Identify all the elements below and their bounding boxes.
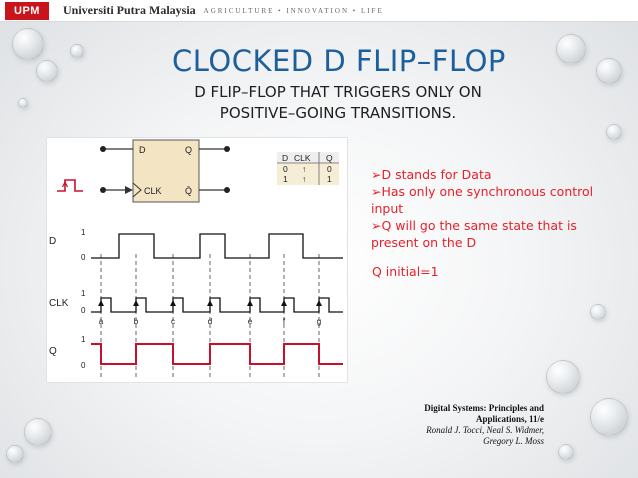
signal-label-clk: CLK (49, 298, 69, 309)
bullet-text: Has only one synchronous control input (371, 184, 594, 216)
level-label-1: 1 (81, 335, 86, 344)
signal-label-q: Q (49, 346, 57, 357)
level-label-1: 1 (81, 289, 86, 298)
level-label-0: 0 (81, 361, 86, 370)
signal-label-d: D (49, 236, 56, 247)
level-label-0: 0 (81, 306, 86, 315)
ff-label-q: Q (185, 145, 192, 155)
upm-logo: UPM (5, 1, 49, 20)
edge-label: g (317, 317, 321, 326)
level-label-0: 0 (81, 253, 86, 262)
ff-label-clk: CLK (144, 186, 162, 196)
level-label-1: 1 (81, 228, 86, 237)
edge-label: a (99, 317, 104, 326)
ff-label-qbar: Q̄ (185, 186, 192, 196)
d-waveform (91, 233, 343, 259)
slide-title: CLOCKED D FLIP–FLOP (172, 44, 506, 78)
edge-label: f (283, 317, 286, 326)
citation-authors: Ronald J. Tocci, Neal S. Widmer, Gregory… (426, 425, 544, 446)
truth-table-cell: ↑ (302, 174, 306, 184)
decor-bubble (606, 124, 622, 140)
decor-bubble (590, 398, 628, 436)
truth-table-cell: 0 (327, 164, 332, 174)
decor-bubble (12, 28, 44, 60)
truth-table-header: D (282, 153, 288, 163)
university-tagline: AGRICULTURE • INNOVATION • LIFE (203, 6, 384, 15)
bullet-text: Q will go the same state that is present… (371, 218, 577, 250)
university-header: UPM Universiti Putra Malaysia AGRICULTUR… (0, 0, 638, 22)
edge-label: c (171, 317, 175, 326)
edge-label: b (134, 317, 139, 326)
clk-triangle-icon (132, 182, 142, 198)
decor-bubble (36, 60, 58, 82)
decor-bubble (18, 98, 28, 108)
q-initial-note: Q initial=1 (372, 264, 439, 279)
bullet-text: D stands for Data (381, 167, 492, 182)
bullet-list: ➢D stands for Data ➢Has only one synchro… (371, 166, 601, 251)
truth-table-header: Q (326, 153, 333, 163)
truth-table-cell: 1 (327, 174, 332, 184)
clock-pulse-symbol (57, 179, 83, 192)
flip-flop-figure: D Q CLK Q̄ D CLK Q 0 ↑ 0 1 ↑ 1 (46, 137, 348, 383)
textbook-citation: Digital Systems: Principles and Applicat… (398, 403, 544, 447)
truth-table-header: CLK (294, 153, 311, 163)
decor-bubble (70, 44, 84, 58)
decor-bubble (24, 418, 52, 446)
clk-waveform (91, 297, 343, 313)
decor-bubble (558, 444, 574, 460)
flip-flop-diagram-svg: D Q CLK Q̄ D CLK Q 0 ↑ 0 1 ↑ 1 (49, 139, 343, 378)
clock-edge-arrow-icon (61, 181, 69, 188)
q-output-node (224, 146, 230, 152)
d-input-node (100, 146, 106, 152)
bullet-arrow-icon: ➢ (371, 218, 382, 233)
bullet-item: ➢D stands for Data (371, 166, 601, 183)
decor-bubble (6, 445, 24, 463)
decor-bubble (546, 360, 580, 394)
bullet-arrow-icon: ➢ (371, 184, 382, 199)
edge-label: e (248, 317, 253, 326)
clk-edge-arrows (98, 300, 322, 306)
flip-flop-box (132, 139, 200, 203)
truth-table-cell: ↑ (302, 164, 306, 174)
qbar-output-node (224, 187, 230, 193)
truth-table-cell: 0 (283, 164, 288, 174)
decor-bubble (556, 34, 586, 64)
clk-input-node (100, 187, 106, 193)
decor-bubble (590, 304, 606, 320)
truth-table-cell: 1 (283, 174, 288, 184)
clk-input-arrow-icon (125, 186, 133, 194)
bullet-item: ➢Has only one synchronous control input (371, 183, 601, 217)
slide-subtitle: D FLIP–FLOP THAT TRIGGERS ONLY ON POSITI… (194, 83, 482, 122)
edge-label: d (208, 317, 212, 326)
bullet-item: ➢Q will go the same state that is presen… (371, 217, 601, 251)
ff-label-d: D (139, 145, 146, 155)
decor-bubble (596, 58, 622, 84)
q-waveform (91, 343, 343, 365)
citation-title: Digital Systems: Principles and Applicat… (424, 403, 544, 424)
university-name: Universiti Putra Malaysia (63, 3, 196, 17)
bullet-arrow-icon: ➢ (371, 167, 382, 182)
truth-table: D CLK Q 0 ↑ 0 1 ↑ 1 (277, 152, 339, 185)
